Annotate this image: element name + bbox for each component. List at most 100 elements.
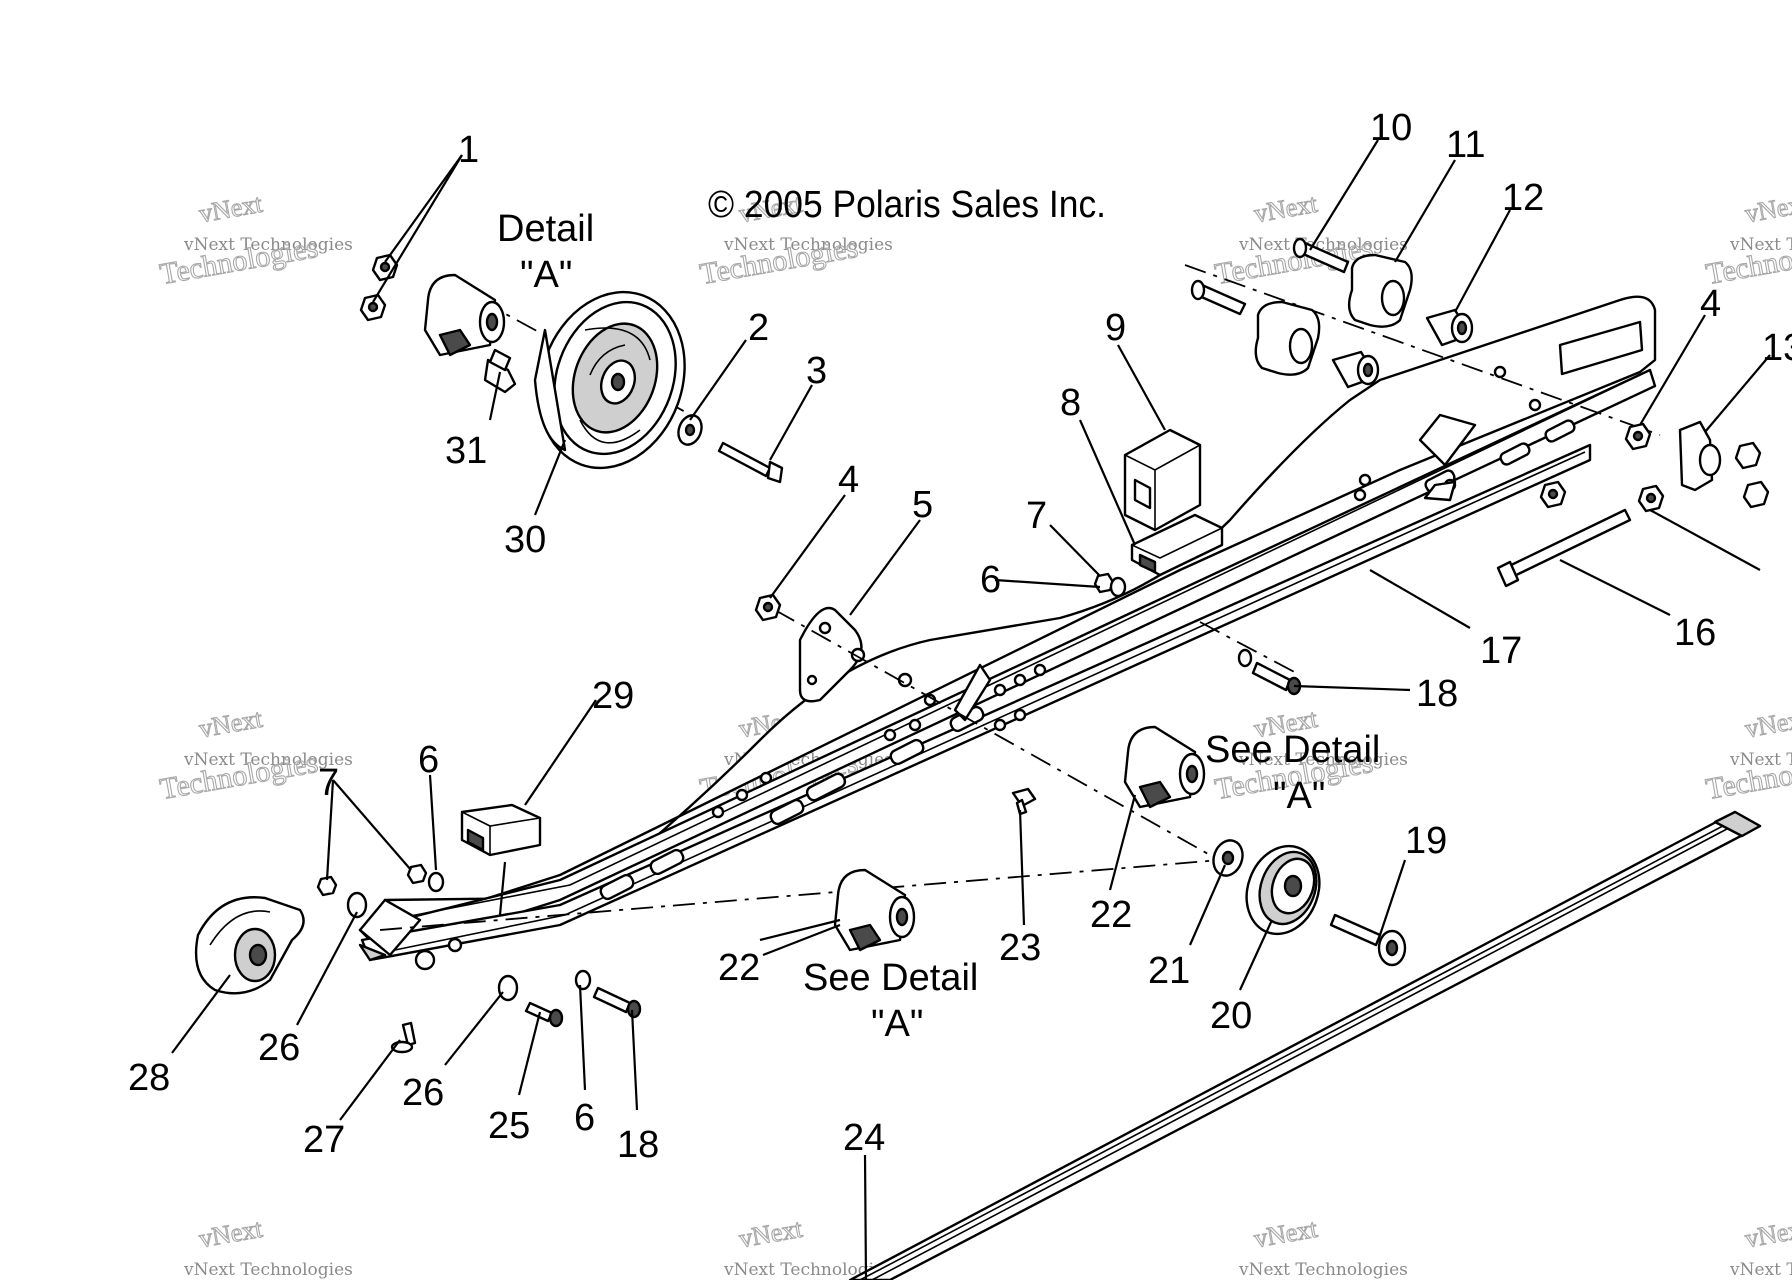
see-detail-caption-left-line2: "A" xyxy=(871,1003,923,1045)
part-label: 16 xyxy=(1674,612,1716,654)
part-label: 26 xyxy=(258,1027,300,1069)
bushing-12 xyxy=(1425,308,1474,347)
bolt-25 xyxy=(524,1001,564,1028)
washer-21-hole xyxy=(1221,850,1235,866)
mount-block-9 xyxy=(1123,428,1202,532)
washer-6 xyxy=(1109,576,1127,598)
svg-text:vNext Technologies: vNext Technologies xyxy=(1729,235,1792,255)
part-label: 2 xyxy=(748,307,769,349)
washer-2-hole xyxy=(684,423,696,437)
part-label: 17 xyxy=(1480,630,1522,672)
bolt-23 xyxy=(1011,787,1037,816)
svg-text:vNext Technologies: vNext Technologies xyxy=(723,1260,893,1280)
watermark: vNext vNext Technologies Technologies xyxy=(1703,703,1792,807)
watermark: vNext vNext Technologies xyxy=(183,1213,353,1280)
part-label: 13 xyxy=(1762,327,1792,369)
part-label: 10 xyxy=(1370,107,1412,149)
watermark: vNext vNext Technologies Technologies xyxy=(157,188,353,292)
fastener-18 xyxy=(1237,648,1302,696)
svg-text:vNext Technologies: vNext Technologies xyxy=(1238,750,1408,770)
part-label: 9 xyxy=(1105,307,1126,349)
part-label: 28 xyxy=(128,1057,170,1099)
part-label: 18 xyxy=(617,1124,659,1166)
svg-text:vNext Technologies: vNext Technologies xyxy=(183,1260,353,1280)
slide-strip-24 xyxy=(848,810,1762,1280)
part-label: 24 xyxy=(843,1117,885,1159)
part-label: 7 xyxy=(1026,495,1047,537)
hex-nut-rear-2 xyxy=(1637,484,1665,513)
part-label: 21 xyxy=(1148,950,1190,992)
see-detail-caption-right-line2: "A" xyxy=(1273,775,1325,817)
hex-nut-7-left xyxy=(406,863,428,885)
hex-nut-13a xyxy=(1734,441,1762,470)
mount-block-8 xyxy=(1130,513,1224,577)
wheel-hub-22-right xyxy=(1123,725,1206,809)
svg-text:vNext: vNext xyxy=(1743,704,1792,744)
watermark: vNext vNext Technologies Technologies xyxy=(1703,188,1792,292)
svg-text:vNext: vNext xyxy=(1252,1214,1320,1254)
part-label: 1 xyxy=(458,129,479,171)
wheel-hub-22-left xyxy=(833,868,916,952)
part-label: 20 xyxy=(1210,995,1252,1037)
part-label: 31 xyxy=(445,430,487,472)
svg-text:vNext: vNext xyxy=(737,1214,805,1254)
part-label: 3 xyxy=(806,350,827,392)
bolt-10 xyxy=(1292,237,1350,274)
svg-text:vNext Technologies: vNext Technologies xyxy=(723,235,893,255)
part-label: 23 xyxy=(999,927,1041,969)
bracket-hole xyxy=(818,621,832,635)
part-label: 27 xyxy=(303,1119,345,1161)
part-label: 4 xyxy=(838,459,859,501)
part-label: 8 xyxy=(1060,382,1081,424)
pulley-wheel-20 xyxy=(1245,844,1321,936)
svg-text:vNext Technologies: vNext Technologies xyxy=(183,235,353,255)
see-detail-caption-right-line1: See Detail xyxy=(1205,729,1380,771)
hex-nut-13b xyxy=(1742,480,1770,509)
hex-nut-1b xyxy=(359,293,387,322)
mount-block-29 xyxy=(460,803,542,857)
svg-text:vNext: vNext xyxy=(197,704,265,744)
hex-nut-4-right xyxy=(1624,422,1652,451)
assembly-centerlines xyxy=(379,264,1661,931)
washer-6-left xyxy=(427,871,445,893)
watermark: vNext vNext Technologies Technologies xyxy=(697,188,893,292)
fastener-18-lower xyxy=(592,986,642,1019)
hex-nut-rear xyxy=(1539,480,1567,509)
part-label: 4 xyxy=(1700,283,1721,325)
svg-text:vNext: vNext xyxy=(1743,189,1792,229)
bumper-28 xyxy=(194,896,305,995)
svg-text:vNext Technologies: vNext Technologies xyxy=(183,750,353,770)
idler-wheel-30 xyxy=(533,290,686,470)
bracket-13 xyxy=(1678,420,1722,492)
spacer-block-11b xyxy=(1254,300,1321,376)
part-label: 12 xyxy=(1502,177,1544,219)
washer-26-lower xyxy=(497,974,519,1002)
svg-text:vNext: vNext xyxy=(1743,1214,1792,1254)
detail-a-caption-line2: "A" xyxy=(520,254,572,296)
copyright-notice: © 2005 Polaris Sales Inc. xyxy=(708,184,1106,226)
leader-lines xyxy=(171,139,1771,1280)
part-label: 6 xyxy=(574,1097,595,1139)
hex-nut-7b-left xyxy=(316,875,338,897)
detail-a-caption-line1: Detail xyxy=(497,208,594,250)
svg-text:vNext: vNext xyxy=(197,189,265,229)
svg-text:vNext: vNext xyxy=(197,1214,265,1254)
part-label: 26 xyxy=(402,1072,444,1114)
bolt-31 xyxy=(483,348,517,394)
svg-text:vNext Technologies: vNext Technologies xyxy=(1729,750,1792,770)
washer-6-lower xyxy=(574,969,592,991)
spacer-block-11 xyxy=(1347,253,1413,328)
wheel-hub-bushing xyxy=(423,273,506,357)
bolt-3 xyxy=(717,441,784,484)
svg-text:vNext Technologies: vNext Technologies xyxy=(1729,1260,1792,1280)
part-label: 7 xyxy=(318,762,339,804)
part-label: 30 xyxy=(504,519,546,561)
part-number-labels: 1 2 3 4 5 6 7 8 9 10 11 12 13 4 16 17 18… xyxy=(128,107,1792,1166)
part-label: 18 xyxy=(1416,673,1458,715)
hex-nut-4 xyxy=(754,593,782,622)
see-detail-caption-left-line1: See Detail xyxy=(803,957,978,999)
suspension-rail-17 xyxy=(358,295,1657,971)
part-label: 22 xyxy=(718,947,760,989)
washer-26 xyxy=(346,891,368,919)
bracket-hole xyxy=(806,674,818,686)
